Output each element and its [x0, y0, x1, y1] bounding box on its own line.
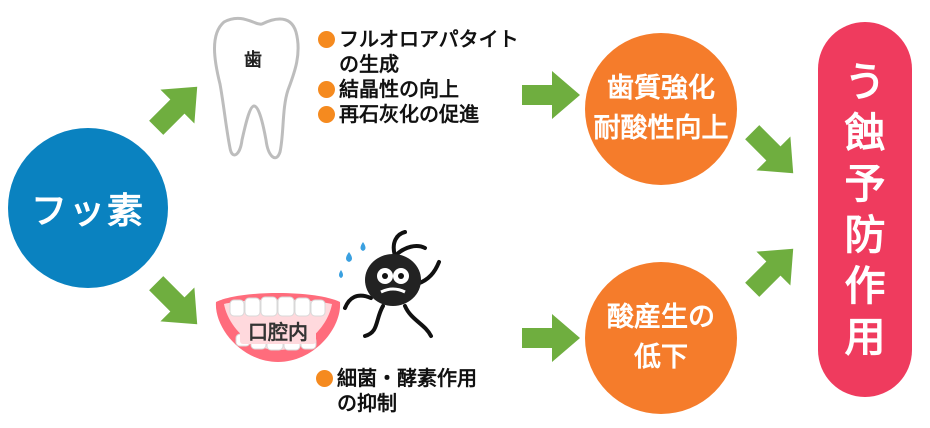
list-item-continuation: の生成	[339, 52, 399, 76]
strength-line1: 歯質強化	[607, 73, 715, 104]
arrow-tooth-effects-to-strength	[522, 71, 580, 119]
bullet-icon	[318, 106, 335, 123]
arrow-fluoride-to-mouth	[139, 266, 215, 342]
arrow-fluoride-to-tooth	[139, 69, 215, 145]
arrow-acid-to-final	[735, 231, 811, 307]
list-item: 再石灰化の促進	[318, 102, 519, 127]
mouth-effects-list: 細菌・酵素作用 の抑制	[316, 366, 477, 416]
arrow-mouth-effects-to-acid	[522, 314, 580, 362]
acid-line2: 低下	[634, 342, 688, 373]
tooth-label: 歯	[244, 50, 262, 71]
bullet-icon	[318, 31, 335, 48]
tooth-icon	[213, 16, 300, 160]
list-item: フルオロアパタイト	[318, 27, 519, 52]
fluoride-circle: フッ素	[8, 128, 168, 288]
list-item-continuation: の抑制	[337, 391, 397, 415]
list-item: 結晶性の向上	[318, 77, 519, 102]
bullet-icon	[318, 81, 335, 98]
caries-prevention-pill: う 蝕 予 防 作 用	[818, 22, 912, 397]
bullet-icon	[316, 370, 333, 387]
arrow-strength-to-final	[735, 115, 811, 191]
strength-circle: 歯質強化 耐酸性向上	[585, 33, 737, 185]
caries-prevention-label: う 蝕 予 防 作 用	[844, 57, 886, 361]
mouth-label: 口腔内	[240, 316, 316, 345]
fluoride-label: フッ素	[30, 191, 145, 232]
acid-reduction-circle: 酸産生の 低下	[585, 262, 737, 414]
bacteria-icon	[339, 230, 441, 338]
strength-line2: 耐酸性向上	[593, 113, 729, 144]
tooth-effects-list: フルオロアパタイト の生成 結晶性の向上 再石灰化の促進	[318, 27, 519, 127]
list-item: 細菌・酵素作用	[316, 366, 477, 391]
acid-line1: 酸産生の	[607, 302, 715, 333]
